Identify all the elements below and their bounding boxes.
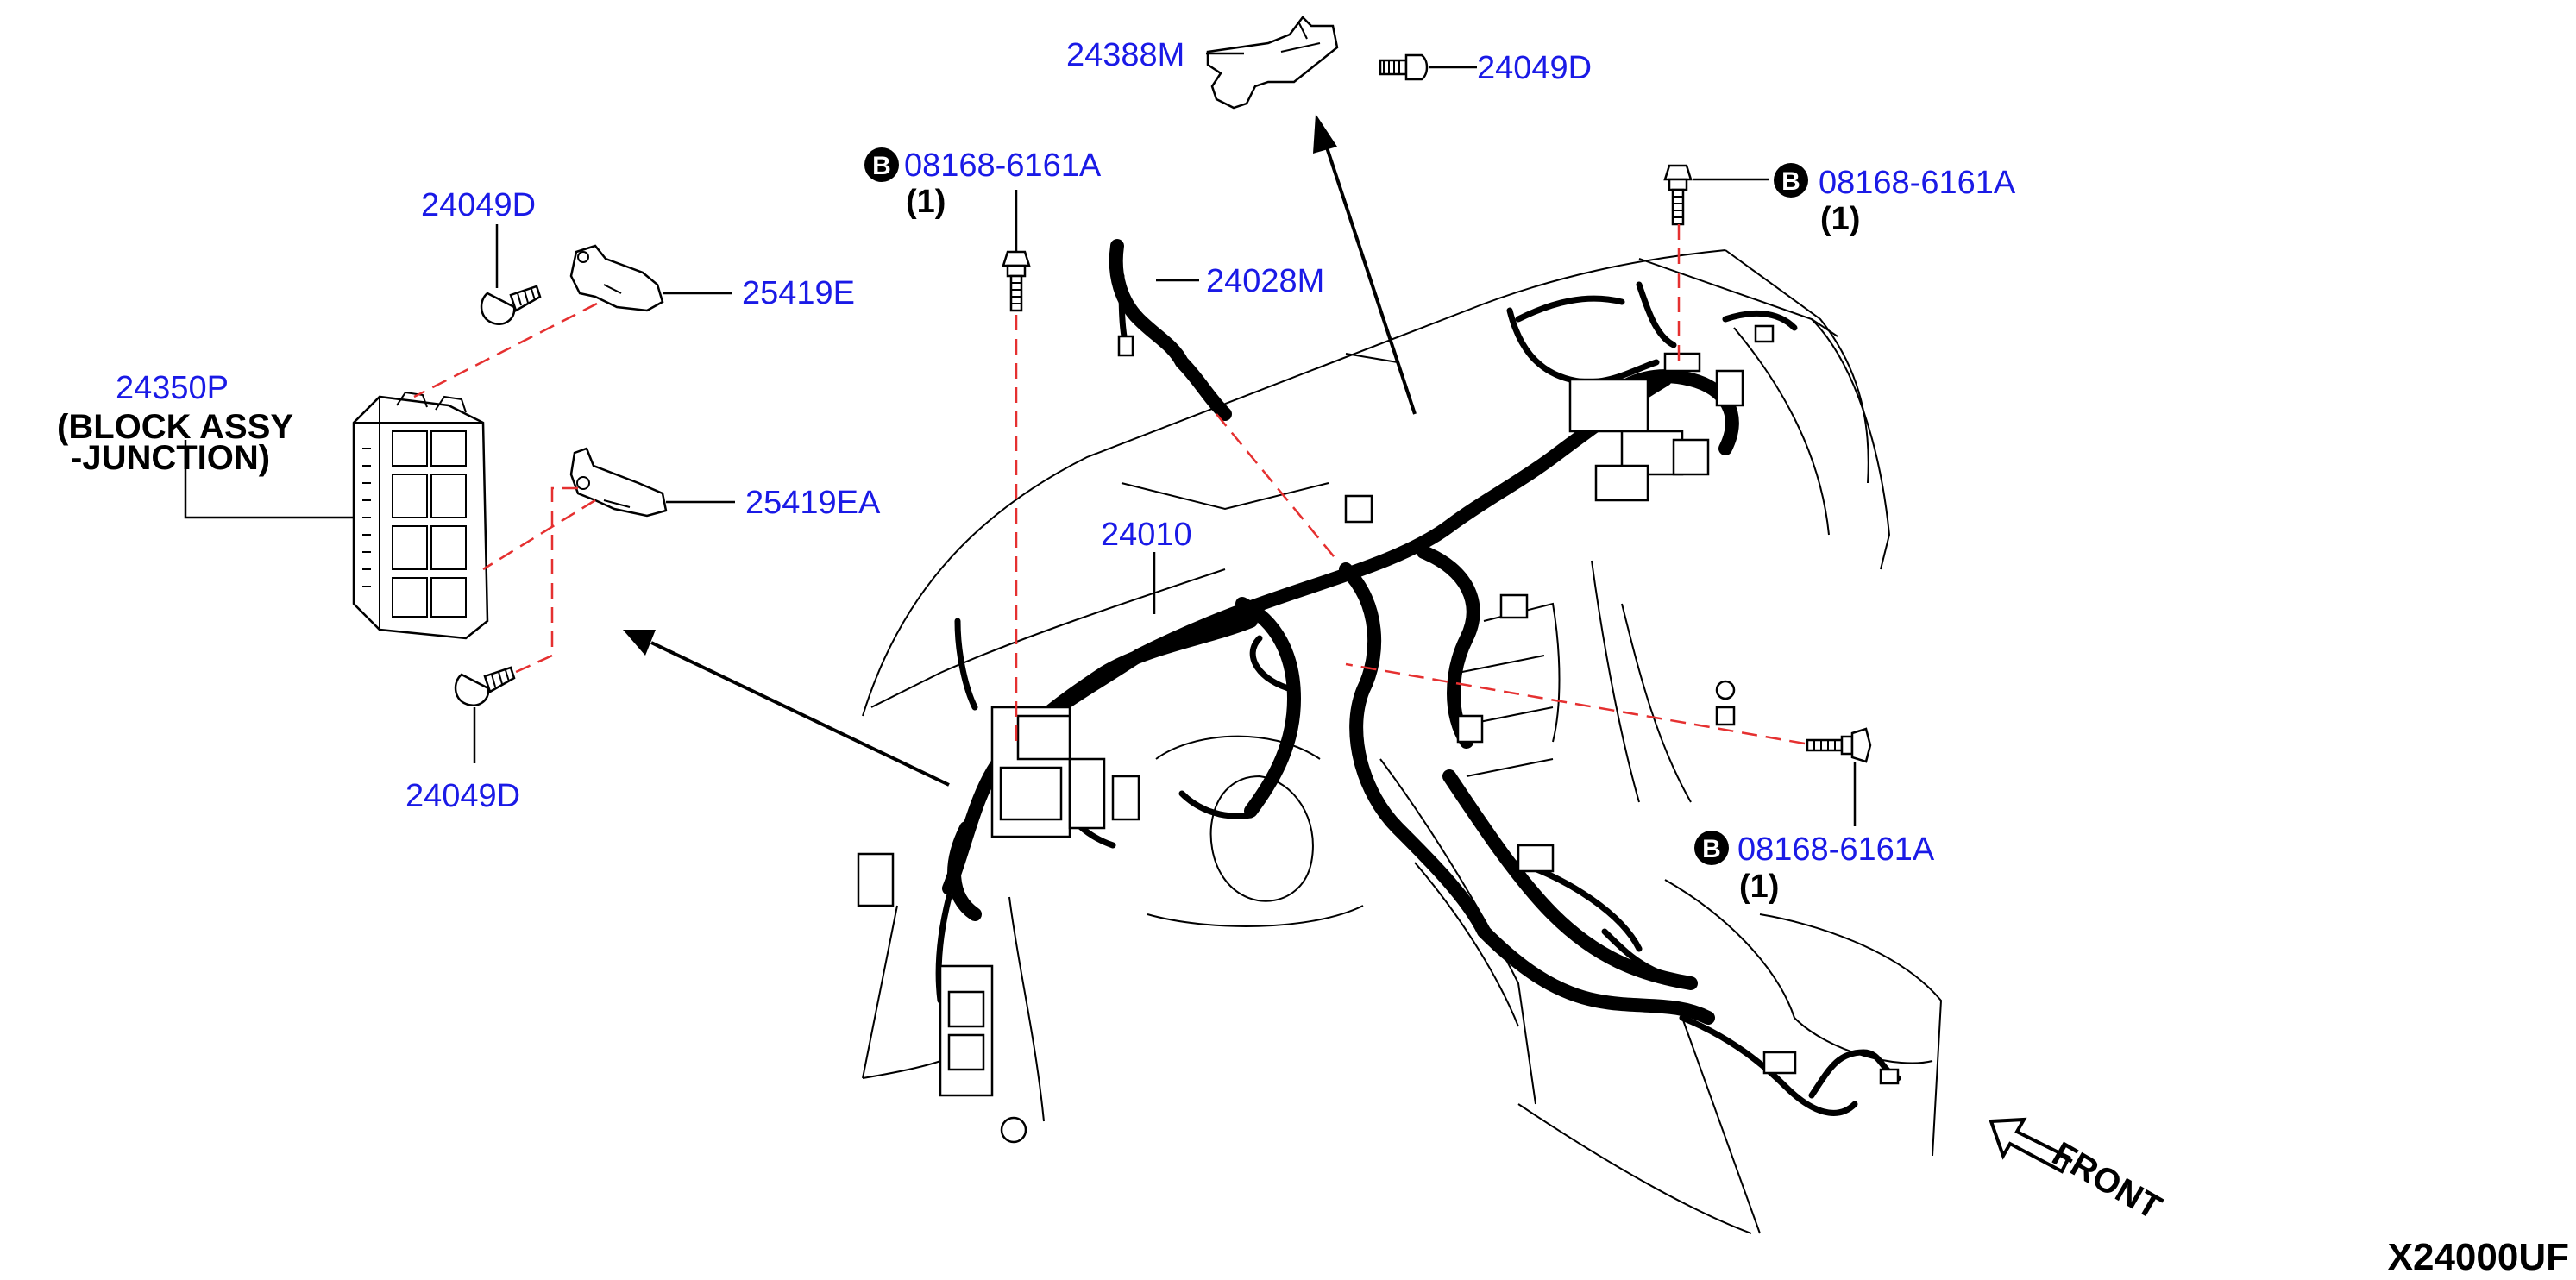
diagram-code: X24000UF xyxy=(2388,1236,2569,1278)
part-number-24049D-bottom[interactable]: 24049D xyxy=(405,778,520,814)
bolt-08168-top-center xyxy=(1002,250,1031,312)
screw-24049D-left xyxy=(480,285,542,325)
part-number-08168-6161A-right[interactable]: 08168-6161A xyxy=(1737,831,1935,868)
left-connector-cluster xyxy=(857,706,1140,1144)
arrow-to-24388M xyxy=(1313,114,1417,415)
bolt-marker-b-right: B xyxy=(1694,831,1729,865)
bolt-marker-b-top-right: B xyxy=(1774,163,1808,198)
front-label: FRONT xyxy=(2046,1135,2168,1227)
part-number-24010[interactable]: 24010 xyxy=(1101,517,1192,553)
harness-24028M xyxy=(1109,239,1232,421)
quantity-08168-6161A-top-right: (1) xyxy=(1820,201,1860,237)
main-harness-24010 xyxy=(935,281,1901,1116)
part-number-08168-6161A-top-center[interactable]: 08168-6161A xyxy=(904,147,1102,184)
part-number-08168-6161A-top-right[interactable]: 08168-6161A xyxy=(1819,165,2016,201)
bolt-24049D-top xyxy=(1379,53,1429,81)
arrow-to-junction-block xyxy=(623,630,950,787)
part-number-24028M[interactable]: 24028M xyxy=(1206,263,1324,299)
right-connector-cluster xyxy=(1344,324,1900,1085)
bracket-25419E xyxy=(569,244,664,312)
screw-24049D-bottom xyxy=(454,666,516,706)
bolt-08168-top-right xyxy=(1663,164,1693,226)
quantity-08168-6161A-top-center: (1) xyxy=(906,184,946,220)
svg-text:B: B xyxy=(1781,167,1800,196)
bolt-marker-b-top-center: B xyxy=(864,147,899,182)
svg-text:B: B xyxy=(1702,835,1721,863)
junction-block-24350P xyxy=(352,391,489,640)
bolt-08168-right xyxy=(1806,727,1872,763)
svg-text:B: B xyxy=(872,152,891,180)
leader-lines xyxy=(184,52,1857,826)
quantity-08168-6161A-right: (1) xyxy=(1739,869,1779,905)
part-number-24350P[interactable]: 24350P xyxy=(116,370,229,406)
part-number-25419EA[interactable]: 25419EA xyxy=(745,485,881,521)
part-number-25419E[interactable]: 25419E xyxy=(742,275,855,311)
caption-block-assy-line-1: (BLOCK ASSY xyxy=(57,408,293,446)
bracket-24388M xyxy=(1206,16,1339,110)
front-arrow-icon xyxy=(1989,1117,2071,1174)
caption-block-assy-line-2: -JUNCTION) xyxy=(71,439,270,477)
part-number-24049D-left[interactable]: 24049D xyxy=(421,187,536,223)
part-number-24049D-top[interactable]: 24049D xyxy=(1477,50,1592,86)
part-number-24388M[interactable]: 24388M xyxy=(1066,37,1184,73)
alignment-lines xyxy=(413,224,1806,745)
bracket-25419EA xyxy=(569,447,668,518)
